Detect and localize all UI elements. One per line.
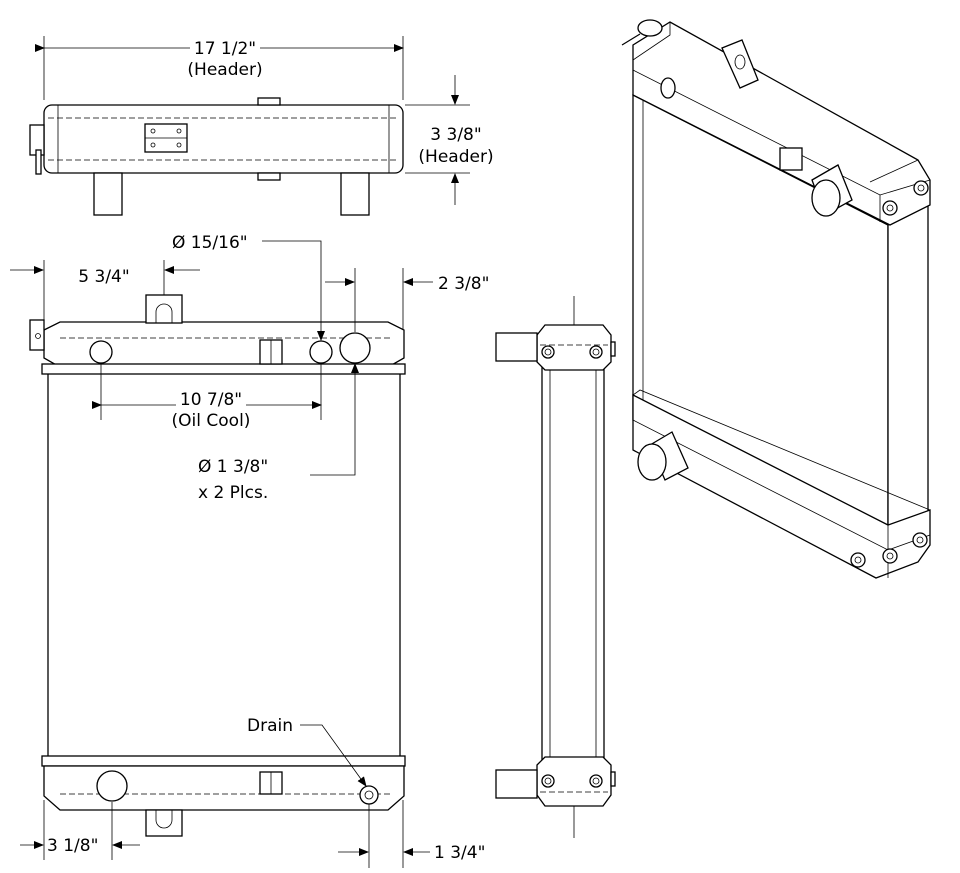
side-view [495,296,616,838]
bottom-right-offset-dim: 1 3/4" [434,843,485,863]
front-view: 5 3/4" Ø 15/16" 2 3/8" 10 7/8" (Oil Cool… [10,233,489,868]
header-width-note: (Header) [187,60,262,80]
header-depth-note: (Header) [418,147,493,167]
header-depth-dim: 3 3/8" [430,125,481,145]
right-offset-dim: 2 3/8" [438,274,489,294]
small-port-dia: Ø 15/16" [172,233,248,253]
oil-cool-note: (Oil Cool) [172,411,251,431]
bottom-left-offset-dim: 3 1/8" [47,836,98,856]
oil-cool-spacing-dim: 10 7/8" [180,390,242,410]
large-port-dia: Ø 1 3/8" [198,457,268,477]
large-port-qty: x 2 Plcs. [198,483,268,503]
isometric-view [621,19,931,579]
left-offset-dim: 5 3/4" [78,267,129,287]
drain-label: Drain [247,716,293,736]
header-width-dim: 17 1/2" [194,39,256,59]
top-view: 17 1/2" (Header) 3 3/8" (Header) [29,36,494,216]
